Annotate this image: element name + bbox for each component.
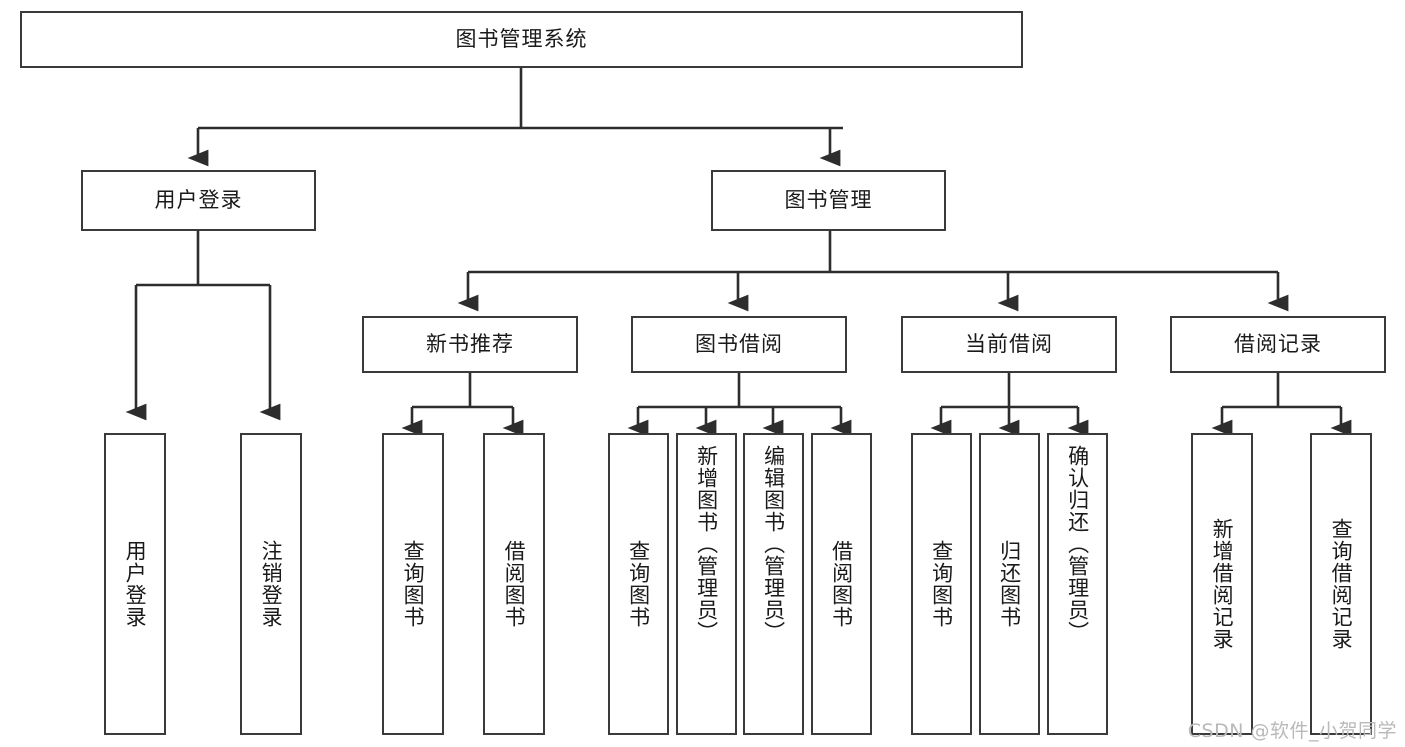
leaf-bookborrow-add-book-admin[interactable]: 新增图书（管理员） — [676, 433, 737, 735]
leaf-user-login-signin[interactable]: 用户登录 — [104, 433, 166, 735]
leaf-currentborrow-return-books[interactable]: 归还图书 — [979, 433, 1040, 735]
node-label: 借阅图书 — [829, 540, 854, 628]
node-label: 归还图书 — [997, 540, 1022, 628]
leaf-user-login-signout[interactable]: 注销登录 — [240, 433, 302, 735]
node-root-book-management-system[interactable]: 图书管理系统 — [20, 11, 1023, 68]
node-label: 新增图书（管理员） — [694, 445, 719, 643]
node-user-login[interactable]: 用户登录 — [81, 170, 316, 231]
leaf-newbook-query-books[interactable]: 查询图书 — [382, 433, 444, 735]
node-book-borrowing[interactable]: 图书借阅 — [631, 316, 847, 373]
leaf-borrowrecord-query-record[interactable]: 查询借阅记录 — [1310, 433, 1372, 735]
node-label: 新增借阅记录 — [1210, 518, 1235, 650]
node-current-borrowing[interactable]: 当前借阅 — [901, 316, 1117, 373]
csdn-watermark: CSDN @软件_小贺同学 — [1187, 720, 1397, 742]
node-label: 查询借阅记录 — [1329, 518, 1354, 650]
node-label: 新书推荐 — [426, 331, 514, 356]
node-book-management[interactable]: 图书管理 — [711, 170, 946, 231]
leaf-newbook-borrow-books[interactable]: 借阅图书 — [483, 433, 545, 735]
node-borrowing-record[interactable]: 借阅记录 — [1170, 316, 1386, 373]
leaf-currentborrow-confirm-return-admin[interactable]: 确认归还（管理员） — [1047, 433, 1108, 735]
node-label: 用户登录 — [154, 187, 243, 212]
node-label: 用户登录 — [123, 540, 148, 628]
node-label: 借阅图书 — [502, 540, 527, 628]
node-label: 借阅记录 — [1234, 331, 1322, 356]
leaf-bookborrow-borrow-books[interactable]: 借阅图书 — [811, 433, 872, 735]
node-label: 查询图书 — [626, 540, 651, 628]
leaf-currentborrow-query-books[interactable]: 查询图书 — [911, 433, 972, 735]
node-label: 图书管理系统 — [455, 26, 588, 51]
node-label: 确认归还（管理员） — [1065, 445, 1090, 643]
node-label: 当前借阅 — [965, 331, 1053, 356]
node-label: 注销登录 — [259, 540, 284, 628]
leaf-bookborrow-query-books[interactable]: 查询图书 — [608, 433, 669, 735]
node-label: 编辑图书（管理员） — [761, 445, 786, 643]
leaf-borrowrecord-add-record[interactable]: 新增借阅记录 — [1191, 433, 1253, 735]
node-label: 查询图书 — [929, 540, 954, 628]
node-label: 图书管理 — [784, 187, 873, 212]
leaf-bookborrow-edit-book-admin[interactable]: 编辑图书（管理员） — [743, 433, 804, 735]
node-new-book-recommendation[interactable]: 新书推荐 — [362, 316, 578, 373]
node-label: 图书借阅 — [695, 331, 783, 356]
node-label: 查询图书 — [401, 540, 426, 628]
